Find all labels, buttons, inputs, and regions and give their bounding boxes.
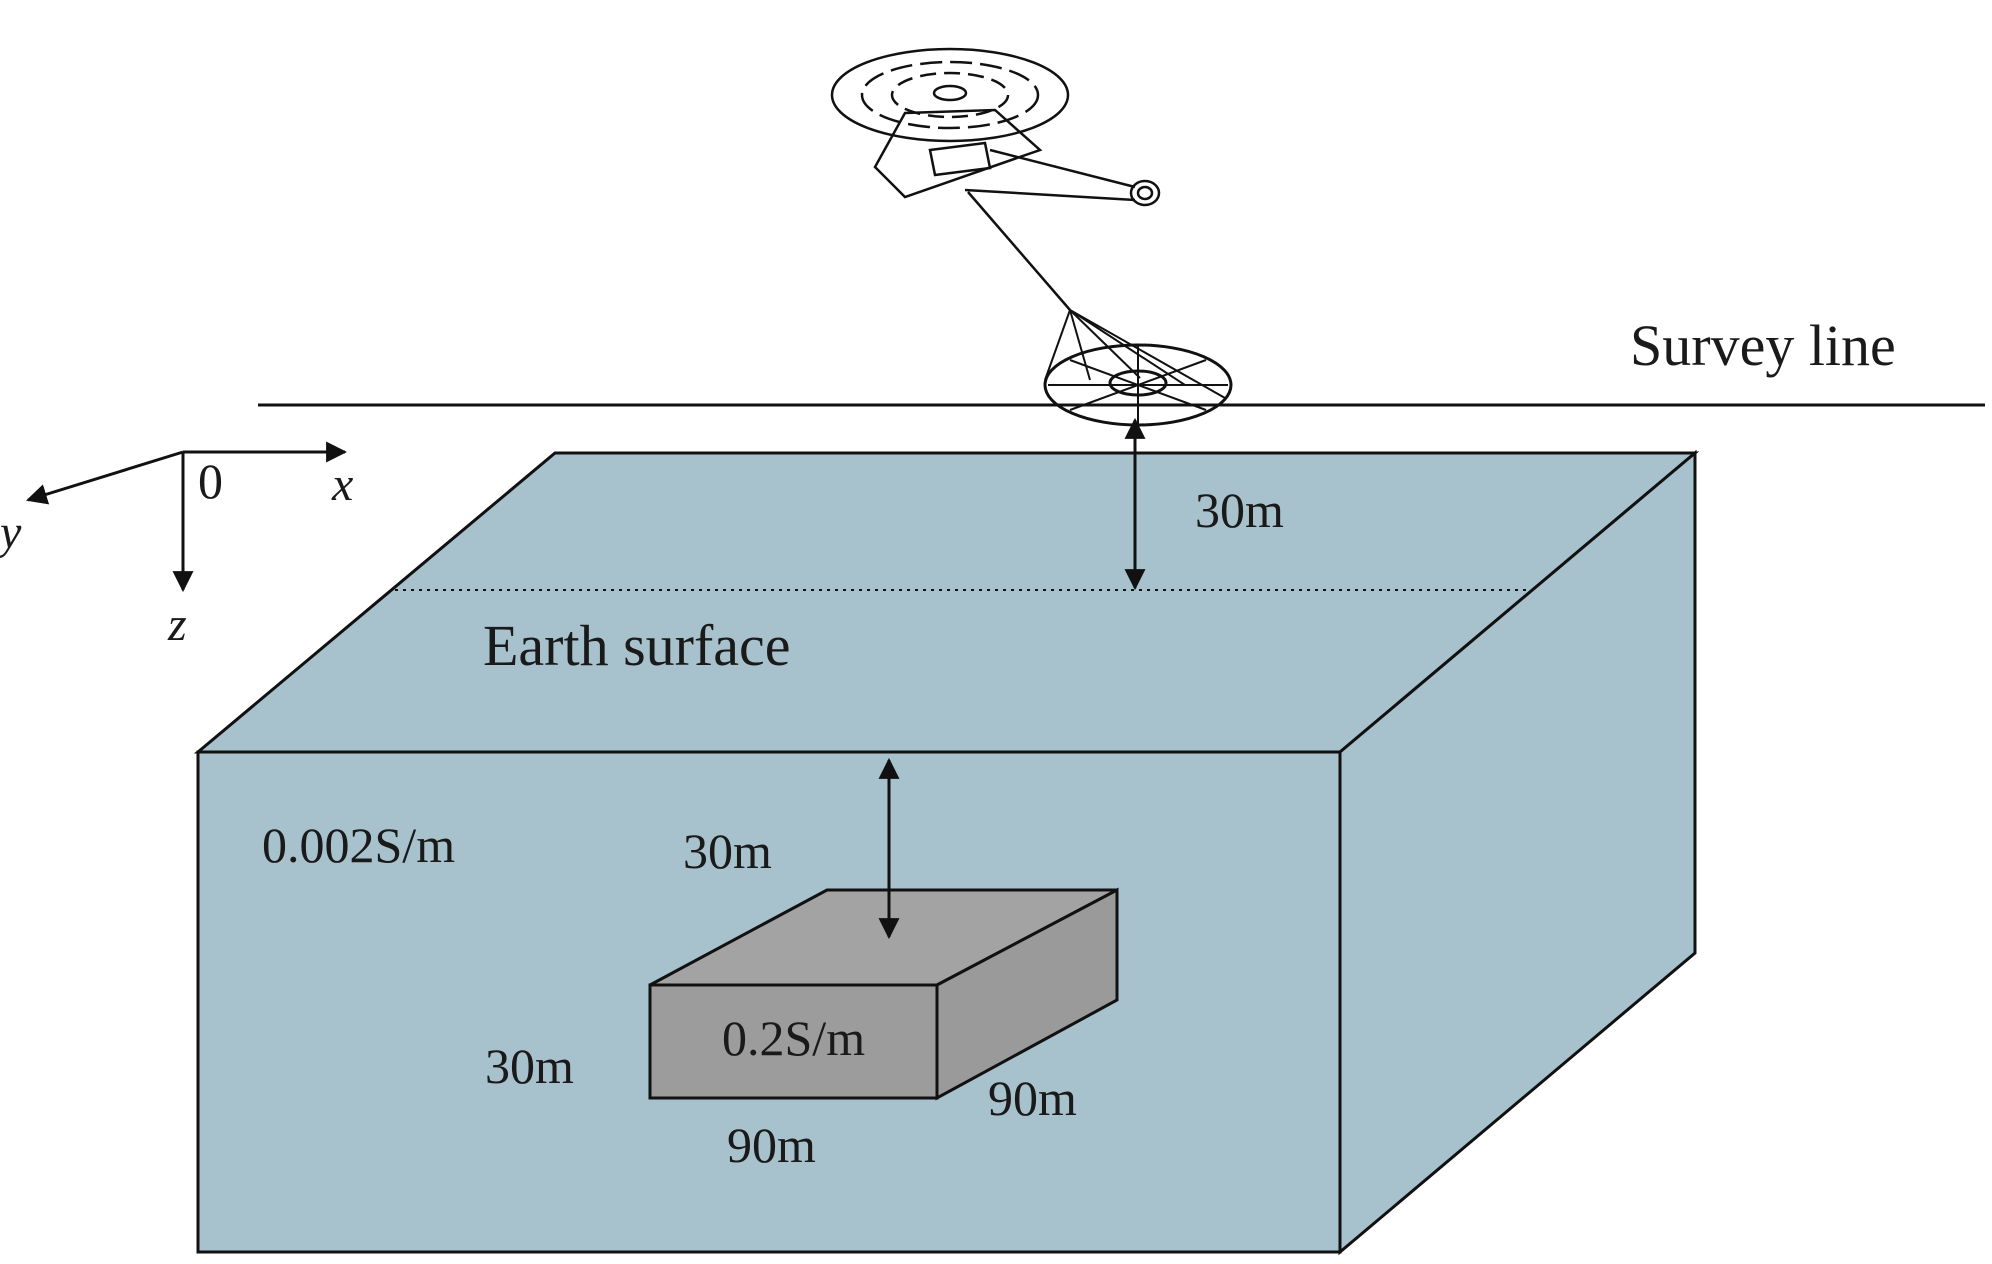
axis-origin-label: 0 (198, 453, 223, 509)
helicopter-icon (830, 47, 1161, 311)
coordinate-axes: 0 x y z (0, 441, 353, 651)
anomaly-width-label: 90m (988, 1070, 1077, 1126)
earth-surface-label: Earth surface (483, 613, 791, 678)
anomaly-front-face (648, 983, 939, 1100)
z-axis-label: z (167, 598, 187, 651)
anomaly-length-label: 90m (727, 1117, 816, 1173)
background-conductivity-label: 0.002S/m (262, 817, 455, 873)
flight-height-label: 30m (1195, 482, 1284, 538)
half-space-block (193, 449, 1700, 1256)
y-axis-label: y (0, 506, 22, 559)
survey-line-label: Survey line (1630, 313, 1896, 378)
x-axis-label: x (331, 458, 353, 511)
towed-bird-loop-icon (1043, 309, 1233, 427)
y-axis-arrow (25, 450, 184, 505)
anomaly-height-label: 30m (485, 1038, 574, 1094)
burial-depth-label: 30m (683, 823, 772, 879)
anomaly-conductivity-label: 0.2S/m (722, 1010, 865, 1066)
